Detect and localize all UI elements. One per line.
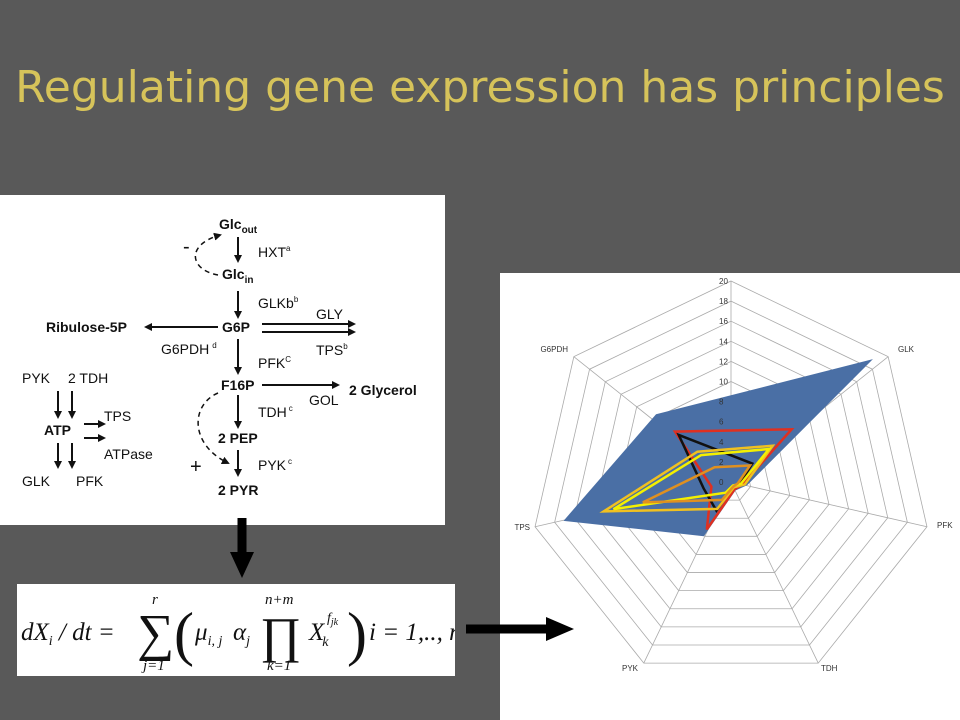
mu-term: μi, j [194, 619, 222, 649]
series-line-4 [599, 444, 776, 513]
glk-label: GLKbb [258, 295, 299, 311]
axis-label-pyk: PYK [622, 664, 639, 673]
axis-label-tps: TPS [514, 523, 530, 532]
right-paren: ) [347, 601, 367, 667]
tick-label: 16 [719, 317, 728, 326]
glycerol-label: 2 Glycerol [349, 382, 417, 398]
grid-spoke [730, 481, 928, 528]
power-law-equation: dXi / dt = ∑ r j=1 ( μi, j αj ∏ n+m k=1 … [17, 584, 455, 676]
axis-label-glk: GLK [898, 345, 915, 354]
alpha-term: αj [233, 619, 250, 649]
grid-ring [593, 340, 869, 610]
tick-label: 10 [719, 378, 728, 387]
gly-label: GLY [316, 306, 344, 322]
glc-out-label: Glcout [219, 216, 258, 236]
hxt-label: HXTa [258, 244, 291, 260]
minus-sign: - [183, 236, 190, 258]
grid-spoke [730, 481, 819, 664]
glc-in-label: Glcin [222, 266, 253, 286]
atpase-label: ATPase [104, 446, 153, 462]
axis-label-g6pdh: G6PDH [540, 345, 568, 354]
left-paren: ( [174, 601, 194, 667]
grid-ring [612, 360, 850, 592]
tick-label: 14 [719, 337, 728, 346]
pyr-label: 2 PYR [218, 482, 258, 498]
atp-label: ATP [44, 422, 71, 438]
product-upper-limit: n+m [265, 592, 294, 608]
ribulose-label: Ribulose-5P [46, 319, 127, 335]
glc-feedback-arrow [194, 232, 222, 276]
f16p-feedforward-arrow [197, 392, 230, 465]
pfk-label: PFKC [258, 355, 291, 371]
tick-label: 18 [719, 297, 728, 306]
axis-label-tdh: TDH [821, 664, 838, 673]
glycogen-label: Glycogen [370, 311, 430, 327]
tick-label: 8 [719, 398, 724, 407]
down-arrow-head [230, 552, 254, 578]
plus-sign: + [190, 456, 202, 478]
series-line-6 [642, 464, 753, 504]
tick-label: 2 [719, 458, 724, 467]
atp-tps-label: TPS [104, 408, 131, 424]
sum-symbol: ∑ [137, 605, 174, 662]
tps-label: TPSb [316, 342, 348, 358]
f16p-label: F16P [221, 377, 254, 393]
grid-ring [573, 320, 889, 628]
tick-label: 20 [719, 277, 728, 286]
gol-label: GOL [309, 392, 339, 408]
series-line-5 [612, 447, 772, 511]
grid-ring [554, 300, 908, 646]
pathway-diagram: Glcout HXTa - Glcin GLKbb GLY Ribulose-5… [0, 195, 445, 525]
tick-label: 4 [719, 438, 724, 447]
sum-upper-limit: r [152, 592, 158, 608]
product-lower-limit: k=1 [267, 658, 291, 674]
g6p-label: G6P [222, 319, 250, 335]
storage-products: Glycogen Trehalose [370, 309, 435, 349]
axis-label-pfk: PFK [937, 521, 953, 530]
slide-title: Regulating gene expression has principle… [15, 62, 945, 113]
tick-label: 6 [719, 418, 724, 427]
grid-ring [534, 280, 928, 664]
index-range: i = 1,.., n, [369, 619, 455, 646]
tick-label: 12 [719, 357, 728, 366]
pep-label: 2 PEP [218, 430, 258, 446]
atp-pfk-label: PFK [76, 473, 104, 489]
sum-lower-limit: j=1 [141, 658, 165, 674]
atp-tdh-label: 2 TDH [68, 370, 108, 386]
atp-pyk-label: PYK [22, 370, 51, 386]
trehalose-label: Trehalose [370, 331, 436, 347]
x-term: Xk [308, 619, 329, 650]
atp-glk-label: GLK [22, 473, 51, 489]
equation-lhs: dXi / dt = [21, 619, 115, 649]
product-symbol: ∏ [260, 607, 301, 663]
x-exponent: fjk [327, 611, 339, 628]
tick-label: 0 [719, 478, 724, 487]
